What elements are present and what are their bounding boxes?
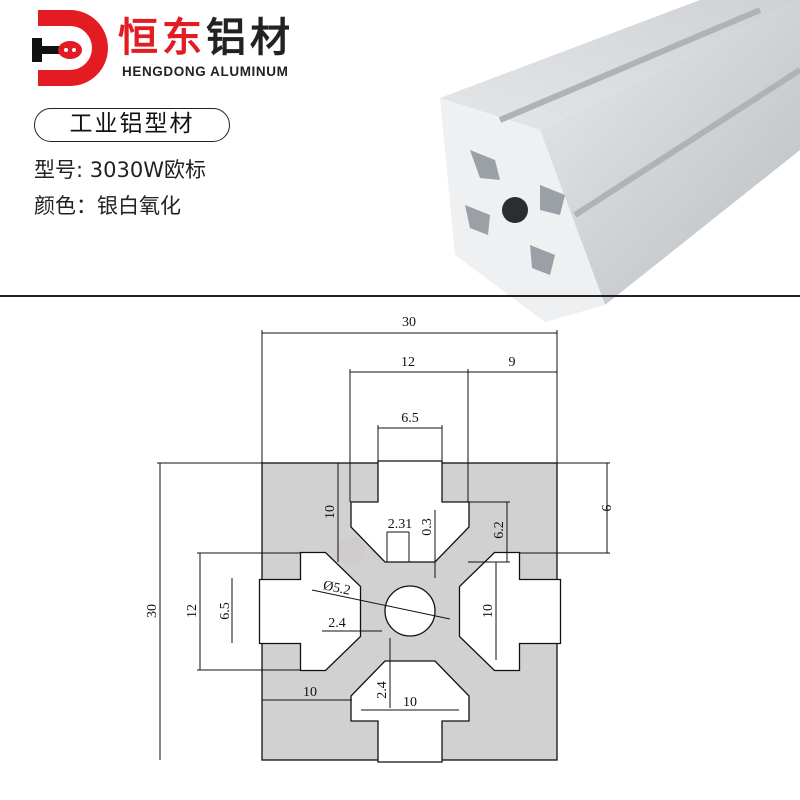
hengdong-logo <box>32 10 108 86</box>
brand-name-red: 恒东 <box>118 15 206 61</box>
dim-wall-2-4: 2.4 <box>328 616 346 631</box>
slot-right <box>458 551 562 672</box>
section-divider <box>0 295 800 297</box>
dim-edge-to-slot: 9 <box>509 355 516 370</box>
dim-hole-diameter: Ø5.2 <box>322 578 352 598</box>
brand-name-en: HENGDONG ALUMINUM <box>122 64 289 79</box>
dim-bottom-left-10: 10 <box>303 685 317 700</box>
dimension-lines <box>157 330 610 760</box>
dim-right-10: 10 <box>481 604 496 618</box>
dim-0-3: 0.3 <box>420 518 435 536</box>
dim-bottom-2-4: 2.4 <box>375 681 390 699</box>
profile-cross-section <box>258 460 562 763</box>
slot-left <box>258 551 362 672</box>
dim-left-slot-opening: 6.5 <box>218 602 233 620</box>
dim-slot-inner-width: 12 <box>401 355 415 370</box>
model-line: 型号: 3030W欧标 <box>34 158 206 182</box>
dim-slot-depth: 10 <box>323 505 338 519</box>
dim-overall-width: 30 <box>402 315 416 330</box>
color-line: 颜色：银白氧化 <box>34 194 181 218</box>
dim-2-31: 2.31 <box>388 517 413 532</box>
dim-left-slot-inner: 12 <box>185 604 200 618</box>
dim-slot-opening-top: 6.5 <box>401 411 419 426</box>
category-badge: 工业铝型材 <box>34 108 230 142</box>
dim-overall-height: 30 <box>145 604 160 618</box>
dim-6-2: 6.2 <box>492 521 507 539</box>
dim-right-height: 9 <box>598 505 613 512</box>
profile-photo <box>440 0 800 322</box>
brand-name: 恒东铝材 <box>118 14 294 62</box>
brand-name-dark: 铝材 <box>206 15 294 61</box>
dim-bottom-10: 10 <box>403 695 417 710</box>
slot-bottom <box>350 660 470 763</box>
